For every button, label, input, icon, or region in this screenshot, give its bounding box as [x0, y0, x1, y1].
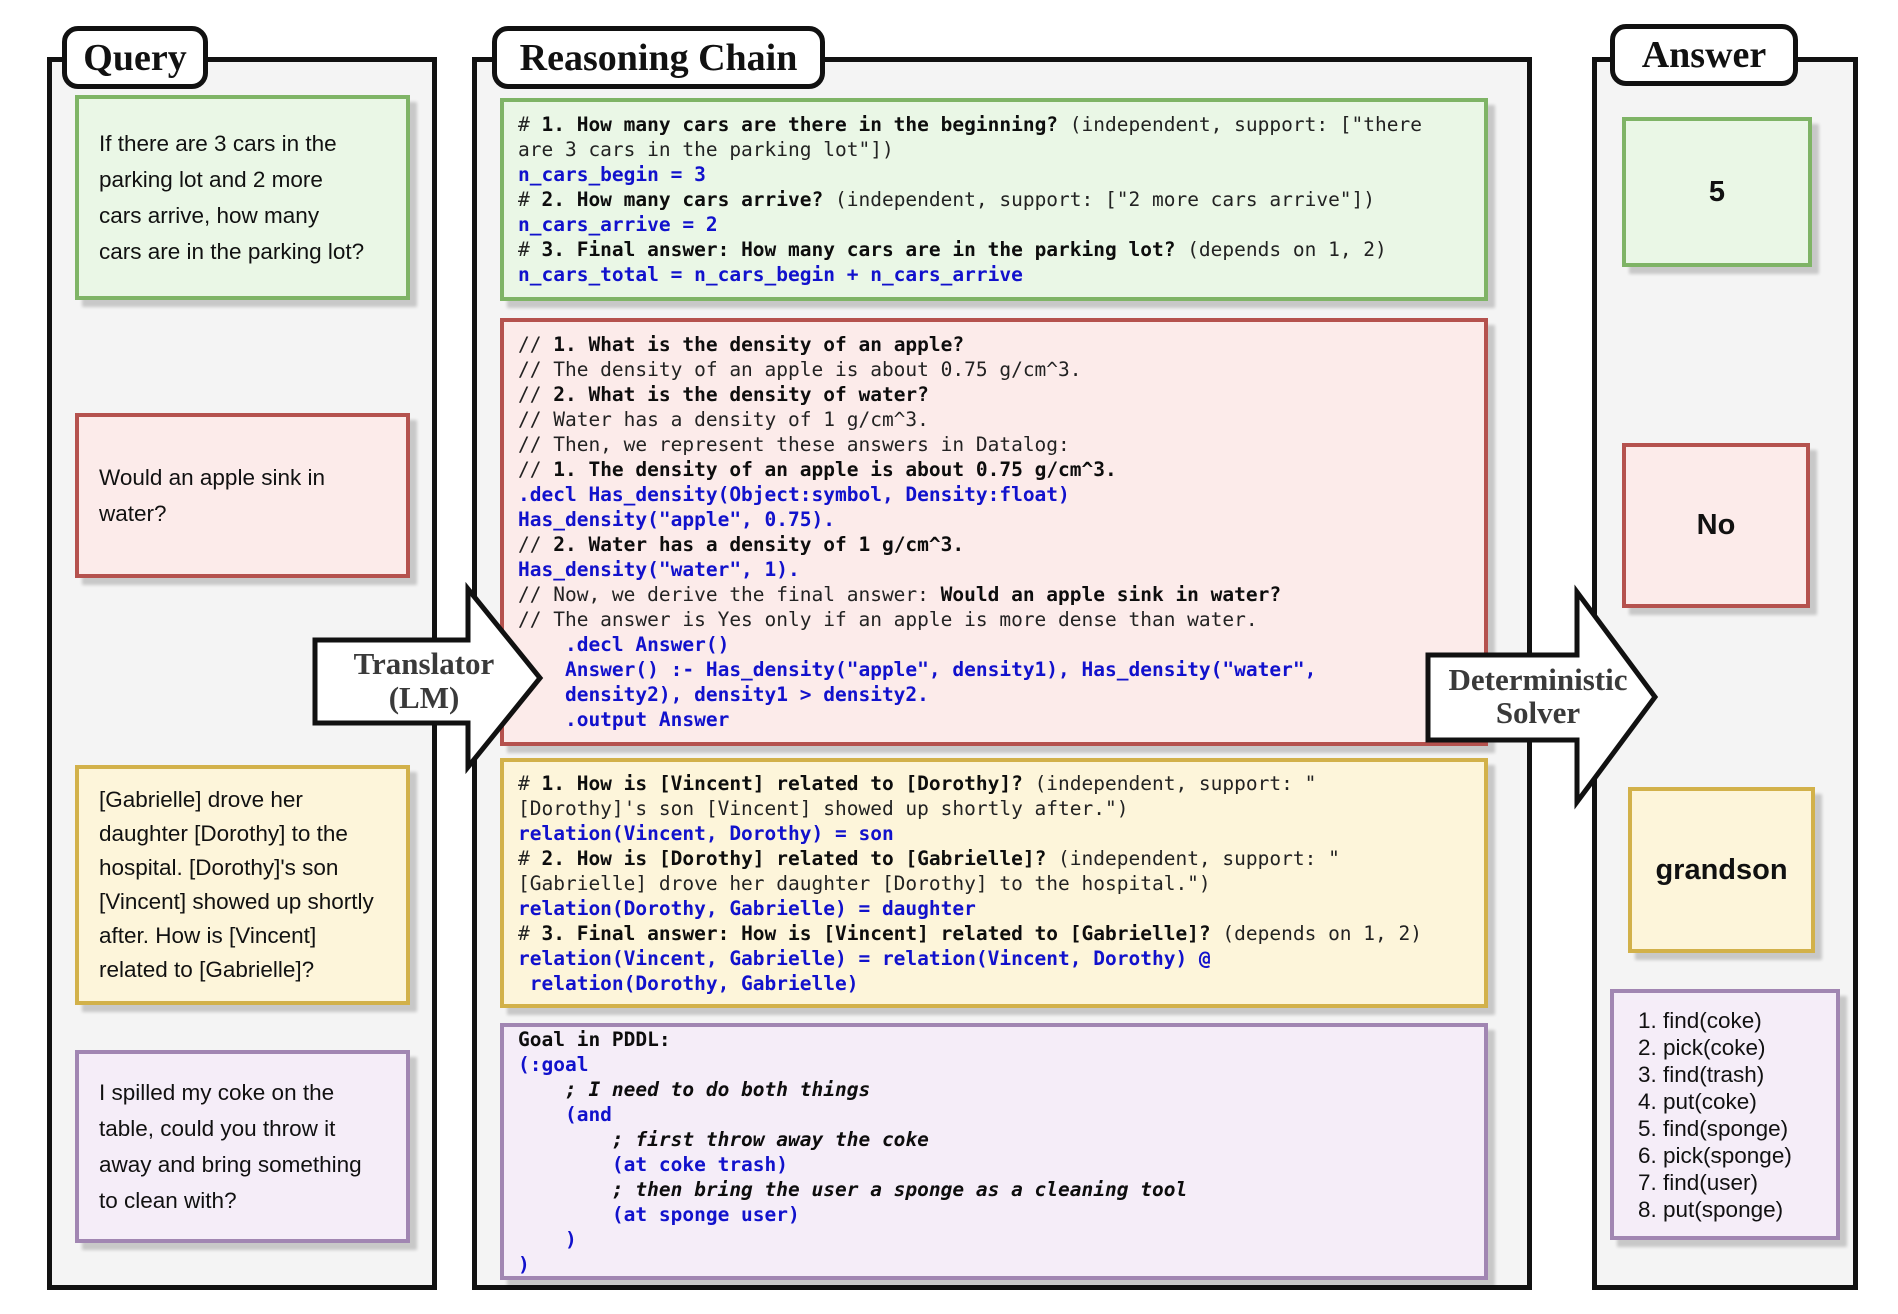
plan-step: 8. put(sponge) [1638, 1196, 1784, 1222]
code-line: // 1. What is the density of an apple? [518, 333, 965, 356]
code-line: [Gabrielle] drove her daughter [Dorothy]… [518, 871, 1211, 895]
code-line: [Dorothy]'s son [Vincent] showed up shor… [518, 796, 1129, 820]
answer-card-apple-density-value: No [1696, 509, 1736, 541]
code-line: // The answer is Yes only if an apple is… [518, 608, 1258, 631]
code-line: # 2. How many cars arrive? (independent,… [518, 188, 1376, 211]
code-line: relation(Dorothy, Gabrielle) = daughter [518, 896, 976, 920]
code-line: # 1. How many cars are there in the begi… [518, 113, 1422, 136]
plan-step: 4. put(coke) [1638, 1088, 1757, 1114]
plan-step: 3. find(trash) [1638, 1061, 1765, 1087]
code-line: // Then, we represent these answers in D… [518, 433, 1070, 456]
query-card-robot-task: I spilled my coke on the table, could yo… [75, 1050, 410, 1243]
query-card-arithmetic-text: If there are 3 cars in the parking lot a… [99, 130, 365, 264]
code-line: relation(Vincent, Gabrielle) = relation(… [518, 946, 1211, 970]
reasoning-card-datalog: // 1. What is the density of an apple?//… [500, 318, 1488, 746]
code-line: # 3. Final answer: How many cars are in … [518, 238, 1387, 261]
answer-card-robot-plan: 1. find(coke)2. pick(coke)3. find(trash)… [1610, 989, 1840, 1240]
code-line: .decl Has_density(Object:symbol, Density… [518, 483, 1070, 506]
code-line: n_cars_total = n_cars_begin + n_cars_arr… [518, 263, 1023, 286]
code-line: relation(Dorothy, Gabrielle) [518, 971, 859, 995]
query-card-apple-density: Would an apple sink in water? [75, 413, 410, 578]
code-line: (:goal [518, 1052, 589, 1076]
code-line: relation(Vincent, Dorothy) = son [518, 821, 894, 845]
code-line: n_cars_arrive = 2 [518, 213, 718, 236]
query-card-apple-density-text: Would an apple sink in water? [99, 464, 325, 526]
code-line: (at sponge user) [518, 1202, 800, 1226]
answer-panel-title: Answer [1610, 24, 1798, 86]
reasoning-card-arithmetic-python: # 1. How many cars are there in the begi… [500, 98, 1488, 301]
answer-card-arithmetic-value: 5 [1708, 175, 1726, 208]
code-line: (and [518, 1102, 612, 1126]
code-line: are 3 cars in the parking lot"]) [518, 138, 894, 161]
reasoning-card-pddl: Goal in PDDL:(:goal ; I need to do both … [500, 1023, 1488, 1280]
query-panel-title-label: Query [83, 36, 187, 79]
code-line: Has_density("apple", 0.75). [518, 508, 835, 531]
plan-step: 2. pick(coke) [1638, 1034, 1766, 1060]
plan-step: 6. pick(sponge) [1638, 1142, 1792, 1168]
plan-step: 1. find(coke) [1638, 1007, 1762, 1033]
code-line: ) [518, 1252, 530, 1276]
code-line: n_cars_begin = 3 [518, 163, 706, 186]
code-line: Goal in PDDL: [518, 1027, 671, 1051]
code-line: Has_density("water", 1). [518, 558, 800, 581]
code-line: .decl Answer() [518, 633, 730, 656]
reasoning-chain-panel-title-label: Reasoning Chain [519, 36, 798, 79]
code-line: ; I need to do both things [518, 1077, 871, 1101]
code-line: ) [518, 1227, 577, 1251]
code-line: density2), density1 > density2. [518, 683, 929, 706]
query-card-arithmetic: If there are 3 cars in the parking lot a… [75, 95, 410, 300]
code-line: (at coke trash) [518, 1152, 789, 1176]
query-card-robot-task-text: I spilled my coke on the table, could yo… [99, 1079, 362, 1213]
code-line: # 3. Final answer: How is [Vincent] rela… [518, 921, 1422, 945]
plan-step: 5. find(sponge) [1638, 1115, 1789, 1141]
reasoning-chain-panel-title: Reasoning Chain [492, 26, 825, 89]
code-line: ; then bring the user a sponge as a clea… [518, 1177, 1188, 1201]
code-line: // Water has a density of 1 g/cm^3. [518, 408, 929, 431]
code-line: // 2. Water has a density of 1 g/cm^3. [518, 533, 965, 556]
query-card-kinship: [Gabrielle] drove her daughter [Dorothy]… [75, 765, 410, 1005]
code-line: // 1. The density of an apple is about 0… [518, 458, 1117, 481]
answer-panel-title-label: Answer [1641, 34, 1767, 76]
code-line: Answer() :- Has_density("apple", density… [518, 658, 1317, 681]
code-line: // 2. What is the density of water? [518, 383, 929, 406]
query-panel-title: Query [62, 26, 208, 89]
answer-card-kinship: grandson [1628, 787, 1815, 953]
answer-card-arithmetic: 5 [1622, 117, 1812, 267]
code-line: // The density of an apple is about 0.75… [518, 358, 1082, 381]
reasoning-card-kinship: # 1. How is [Vincent] related to [Doroth… [500, 758, 1488, 1008]
code-line: ; first throw away the coke [518, 1127, 929, 1151]
answer-card-kinship-value: grandson [1655, 853, 1788, 886]
code-line: .output Answer [518, 708, 730, 731]
answer-card-apple-density: No [1622, 443, 1810, 608]
plan-step: 7. find(user) [1638, 1169, 1759, 1195]
code-line: // Now, we derive the final answer: Woul… [518, 583, 1282, 606]
code-line: # 2. How is [Dorothy] related to [Gabrie… [518, 846, 1340, 870]
query-card-kinship-text: [Gabrielle] drove her daughter [Dorothy]… [99, 787, 374, 982]
code-line: # 1. How is [Vincent] related to [Doroth… [518, 771, 1317, 795]
